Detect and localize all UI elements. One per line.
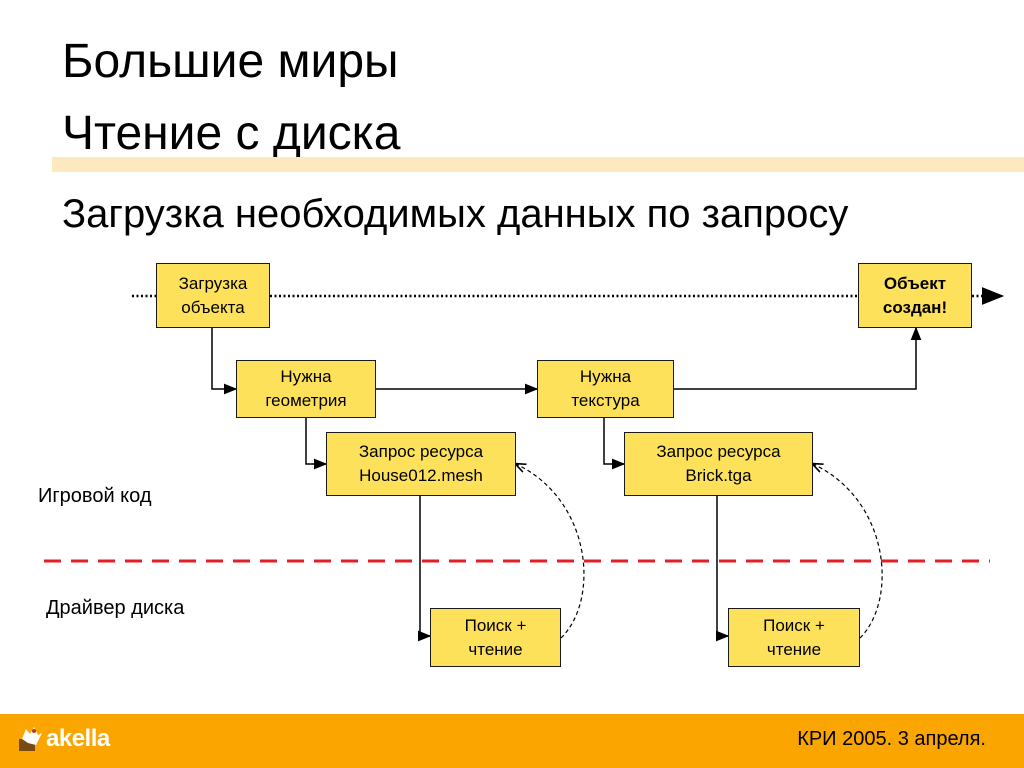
box-request-mesh: Запрос ресурса House012.mesh xyxy=(326,432,516,496)
box-object-created-line2: создан! xyxy=(882,297,948,317)
box-request-mesh-line1: Запрос ресурса xyxy=(358,442,484,461)
box-need-texture-line2: текстура xyxy=(571,391,640,410)
box-search-read-2-line1: Поиск + xyxy=(763,615,825,635)
box-need-geometry: Нужна геометрия xyxy=(236,360,376,418)
title-underline xyxy=(52,157,1024,172)
label-game-code: Игровой код xyxy=(38,485,152,507)
akella-horse-logo-icon xyxy=(18,725,44,753)
box-object-created: Объект создан! xyxy=(858,263,972,328)
box-search-read-1-line2: чтение xyxy=(468,639,523,659)
box-search-read-2: Поиск + чтение xyxy=(728,608,860,667)
label-disk-driver: Драйвер диска xyxy=(46,597,185,619)
box-search-read-2-line2: чтение xyxy=(766,639,822,659)
subtitle: Загрузка необходимых данных по запросу xyxy=(62,192,849,236)
box-request-texture-line2: Brick.tga xyxy=(685,466,752,485)
footer-date: КРИ 2005. 3 апреля. xyxy=(797,728,986,750)
box-need-geometry-line1: Нужна xyxy=(280,367,332,386)
box-load-object: Загрузка объекта xyxy=(156,263,270,328)
box-request-texture-line1: Запрос ресурса xyxy=(656,442,781,461)
arrow-mesh-to-search xyxy=(417,496,432,642)
title-line-1: Большие миры xyxy=(62,35,399,88)
box-object-created-line1: Объект xyxy=(883,273,947,293)
footer-bar: akella КРИ 2005. 3 апреля. xyxy=(0,714,1024,768)
arrow-load-to-geometry xyxy=(211,328,238,395)
return-curve-2 xyxy=(813,464,883,639)
box-load-object-line2: объекта xyxy=(181,297,245,317)
arrow-texture-to-request xyxy=(603,418,626,470)
box-search-read-1-line1: Поиск + xyxy=(464,615,527,635)
box-need-texture: Нужна текстура xyxy=(537,360,674,418)
akella-logo: akella xyxy=(18,722,110,756)
box-need-texture-line1: Нужна xyxy=(579,367,632,386)
box-request-texture: Запрос ресурса Brick.tga xyxy=(624,432,813,496)
box-search-read-1: Поиск + чтение xyxy=(430,608,561,667)
title-line-2: Чтение с диска xyxy=(62,107,401,160)
box-need-geometry-line2: геометрия xyxy=(265,391,347,410)
arrow-texture-to-created xyxy=(674,326,922,390)
logo-text: akella xyxy=(46,725,110,752)
box-request-mesh-line2: House012.mesh xyxy=(359,466,483,485)
return-curve-1 xyxy=(516,464,585,639)
arrow-geometry-to-request xyxy=(305,418,328,470)
box-load-object-line1: Загрузка xyxy=(178,273,248,293)
arrow-texture-to-search xyxy=(715,496,730,642)
